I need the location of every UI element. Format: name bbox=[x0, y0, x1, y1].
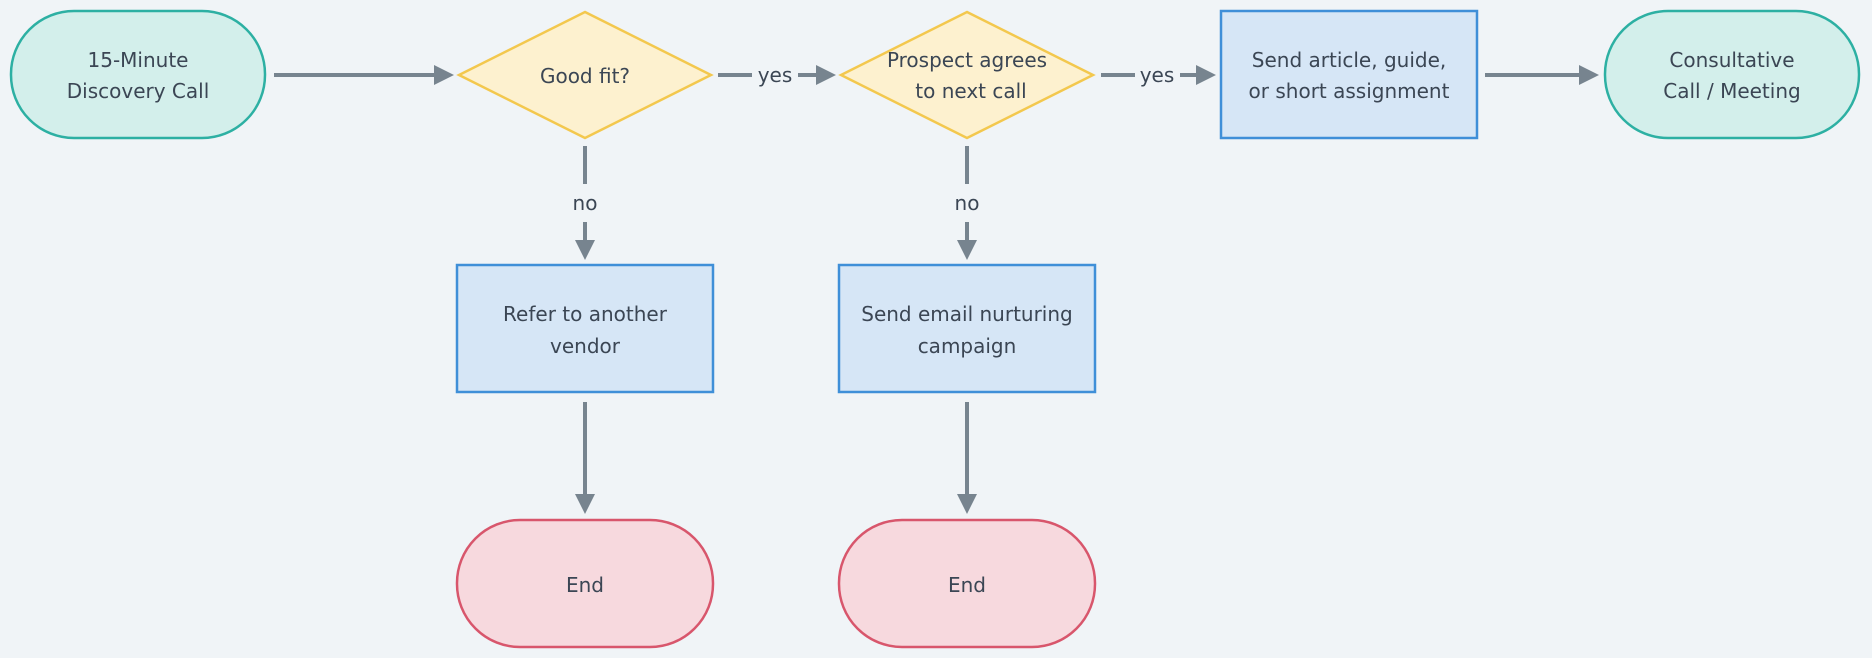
node-label-line-2: campaign bbox=[918, 334, 1017, 358]
edge-label-goodfit-yes: yes bbox=[758, 63, 793, 87]
node-label-line-1: Send article, guide, bbox=[1252, 48, 1446, 72]
terminal-end-shape bbox=[837, 518, 1097, 649]
node-label-line-1: Refer to another bbox=[503, 302, 668, 326]
process-shape bbox=[455, 263, 715, 394]
node-label-line-2: Discovery Call bbox=[67, 79, 210, 103]
process-shape bbox=[1219, 9, 1479, 140]
edge-label-prospect-yes: yes bbox=[1140, 63, 1175, 87]
node-end-left: End bbox=[455, 518, 715, 649]
edges bbox=[274, 65, 1599, 514]
terminal-start-shape bbox=[1603, 9, 1861, 140]
terminal-start-shape bbox=[9, 9, 267, 140]
decision-shape bbox=[838, 10, 1096, 140]
node-label-line-1: End bbox=[948, 573, 986, 597]
node-label-line-1: Consultative bbox=[1669, 48, 1794, 72]
process-shape bbox=[837, 263, 1097, 394]
node-label-line-2: vendor bbox=[550, 334, 621, 358]
node-label-line-1: Prospect agrees bbox=[887, 48, 1047, 72]
edge-label-prospect-no: no bbox=[955, 191, 980, 215]
node-label-line-1: Good fit? bbox=[540, 64, 630, 88]
node-label-line-1: Send email nurturing bbox=[861, 302, 1072, 326]
node-email-nurture-process: Send email nurturing campaign bbox=[837, 263, 1097, 394]
node-send-article-process: Send article, guide, or short assignment bbox=[1219, 9, 1479, 140]
node-label-line-2: Call / Meeting bbox=[1663, 79, 1800, 103]
node-discovery-call: 15-Minute Discovery Call bbox=[9, 9, 267, 140]
node-refer-vendor-process: Refer to another vendor bbox=[455, 263, 715, 394]
node-good-fit-decision: Good fit? bbox=[456, 10, 714, 140]
edge-label-goodfit-no: no bbox=[573, 191, 598, 215]
node-label-line-2: to next call bbox=[915, 79, 1026, 103]
node-end-right: End bbox=[837, 518, 1097, 649]
node-label-line-1: End bbox=[566, 573, 604, 597]
terminal-end-shape bbox=[455, 518, 715, 649]
node-prospect-agrees-decision: Prospect agrees to next call bbox=[838, 10, 1096, 140]
decision-shape bbox=[456, 10, 714, 140]
node-label-line-2: or short assignment bbox=[1249, 79, 1450, 103]
node-consultative-call: Consultative Call / Meeting bbox=[1603, 9, 1861, 140]
node-label-line-1: 15-Minute bbox=[88, 48, 189, 72]
